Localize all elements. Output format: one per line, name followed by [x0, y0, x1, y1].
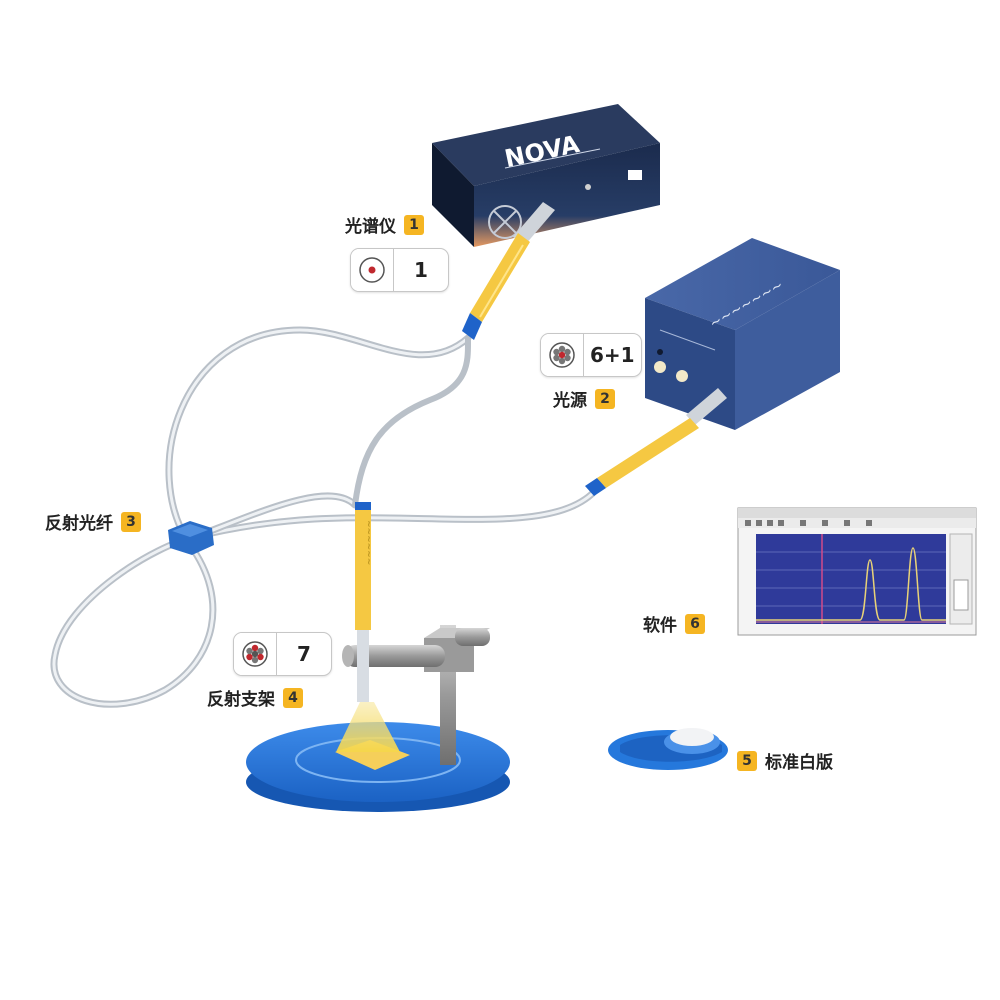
badge-3: 3 — [121, 511, 141, 532]
probe-bundle-fiber-icon — [234, 633, 277, 675]
light-source-connector — [585, 388, 727, 496]
spectrometer-label: 光谱仪 1 — [345, 212, 424, 237]
white-standard-device — [608, 728, 728, 770]
fiber-type-probe-bundle: 7 — [233, 632, 332, 676]
badge-6: 6 — [685, 613, 705, 634]
light-source-label-text: 光源 — [553, 391, 587, 411]
fiber-type-probe-bundle-value: 7 — [297, 642, 311, 666]
fiber-cable-probe-2 — [352, 335, 472, 508]
reflection-probe: ~~~~~~ — [355, 502, 373, 702]
badge-2: 2 — [595, 388, 615, 409]
fiber-type-source-bundle: 6+1 — [540, 333, 642, 377]
white-standard-label-text: 标准白版 — [765, 753, 833, 773]
badge-4: 4 — [283, 687, 303, 708]
software-label-text: 软件 — [643, 616, 677, 636]
reflection-holder-label: 反射支架 4 — [207, 685, 303, 710]
svg-text:~~~~~~: ~~~~~~ — [363, 520, 373, 565]
light-source-label: 光源 2 — [553, 386, 615, 411]
fiber-type-single-value: 1 — [414, 258, 428, 282]
bundle-fiber-icon — [541, 334, 584, 376]
light-source-device: ~~~~~~~ — [645, 238, 840, 430]
fiber-type-single: 1 — [350, 248, 449, 292]
software-window — [737, 507, 977, 636]
single-core-fiber-icon — [351, 249, 394, 291]
spectrometer-label-text: 光谱仪 — [345, 217, 396, 237]
probe-light-beam — [336, 702, 400, 752]
fiber-splitter — [168, 521, 214, 555]
reflection-fiber-label-text: 反射光纤 — [45, 514, 113, 534]
reflection-holder-label-text: 反射支架 — [207, 690, 275, 710]
fiber-type-source-bundle-value: 6+1 — [590, 343, 635, 367]
reflection-fiber-label: 反射光纤 3 — [45, 509, 141, 534]
badge-1: 1 — [404, 214, 424, 235]
software-label: 软件 6 — [643, 611, 705, 636]
white-standard-label: 5 标准白版 — [737, 748, 833, 773]
spectrometer-device: NOVA — [432, 104, 660, 247]
reflection-holder-stand — [342, 625, 490, 765]
badge-5: 5 — [737, 750, 757, 771]
fan-icon — [488, 205, 522, 239]
spectrometer-connector — [462, 202, 555, 340]
